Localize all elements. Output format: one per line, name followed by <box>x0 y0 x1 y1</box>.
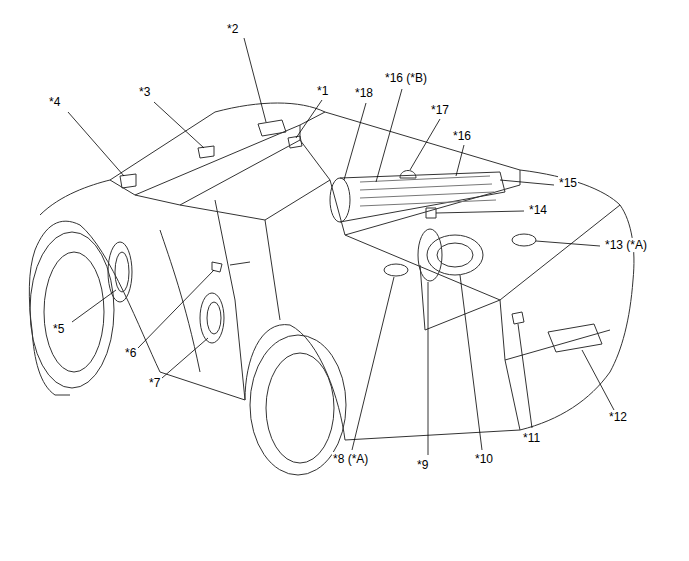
callout-number: *9 <box>416 458 429 472</box>
callout-number: *1 <box>316 84 329 98</box>
callout-number: *5 <box>52 322 65 336</box>
callout-number: *16 <box>452 129 472 143</box>
callout-number: *11 <box>522 431 541 445</box>
callout-number: *13 (*A) <box>604 238 648 252</box>
callout-number: *10 <box>474 452 494 466</box>
callout-number: *2 <box>226 22 239 36</box>
callout-number: *7 <box>148 376 161 390</box>
callout-number: *17 <box>430 103 450 117</box>
callout-number: *18 <box>354 86 374 100</box>
callout-number: *8 (*A) <box>332 452 369 466</box>
callout-number: *6 <box>124 346 137 360</box>
callout-number: *3 <box>138 85 151 99</box>
callout-number: *4 <box>48 95 61 109</box>
callout-number: *15 <box>558 176 578 190</box>
callout-number: *14 <box>528 203 548 217</box>
callout-number: *12 <box>608 410 628 424</box>
callout-number: *16 (*B) <box>384 71 428 85</box>
